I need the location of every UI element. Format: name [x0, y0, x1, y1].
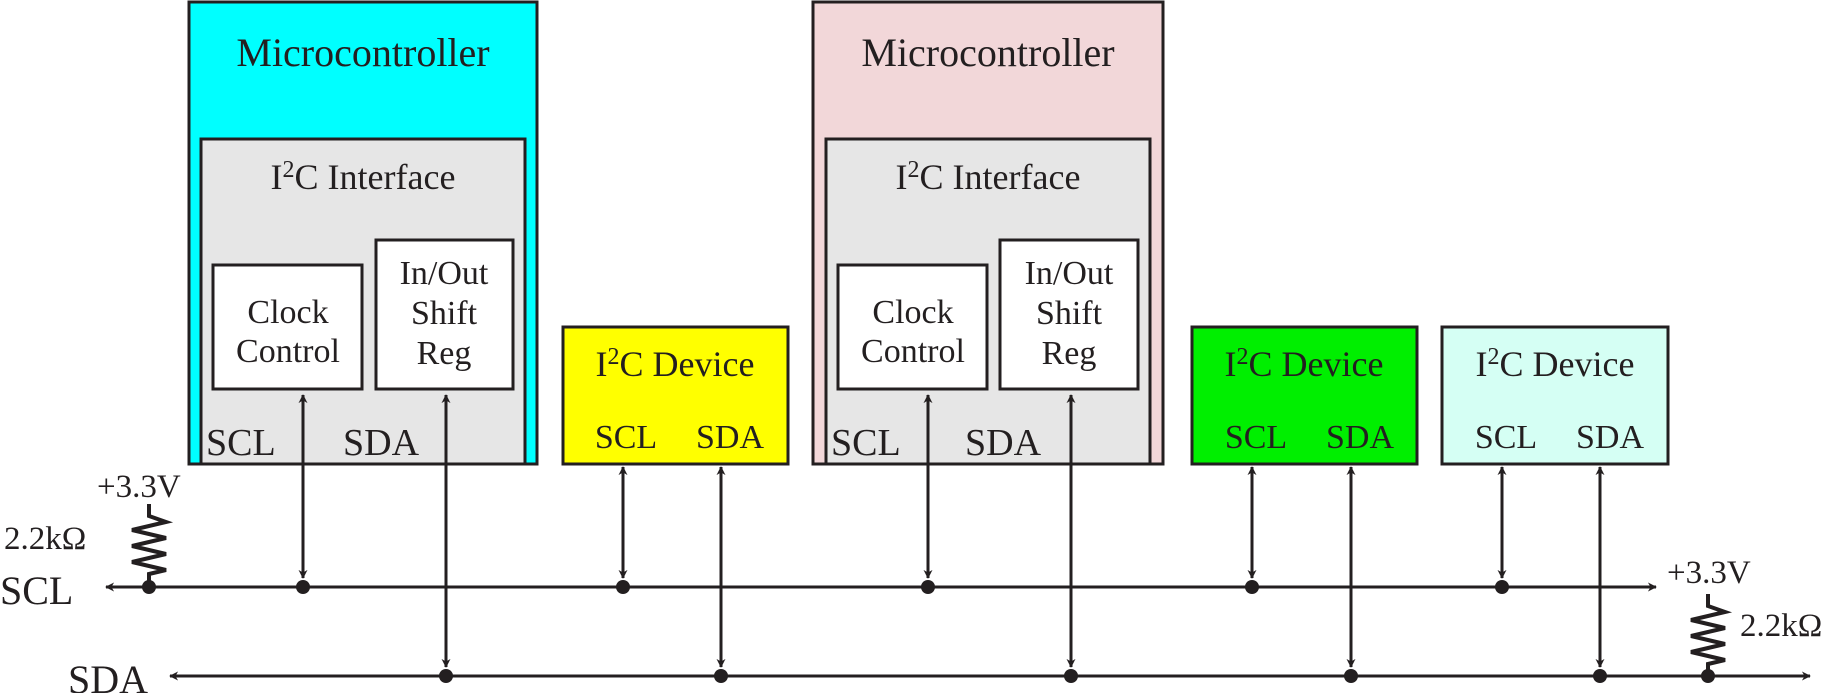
sda-bus-label: SDA	[68, 657, 148, 693]
i2c-device-2: I2C Device SCL SDA	[1190, 325, 1419, 466]
i2c-device-3: I2C Device SCL SDA	[1440, 325, 1670, 466]
scl-pullup-voltage: +3.3V	[97, 469, 181, 505]
i2c-device-2-scl-pin: SCL	[1225, 419, 1287, 456]
sda-junction-device-1	[714, 669, 728, 683]
i2c-device-3-scl-pin: SCL	[1475, 419, 1537, 456]
shift-reg-1-box	[374, 238, 515, 391]
i2c-device-3-box	[1440, 325, 1670, 466]
resistor-2-icon	[1690, 594, 1733, 676]
sda-junction-device-2	[1344, 669, 1358, 683]
scl-junction-device-1	[616, 580, 630, 594]
scl-junction-microcontroller-2	[921, 580, 935, 594]
i2c-device-1-sda-pin: SDA	[696, 419, 764, 456]
shift-reg-2-box	[998, 238, 1140, 391]
i2c-interface-1-label: I2C Interface	[271, 157, 456, 197]
i2c-device-2-label: I2C Device	[1225, 344, 1384, 384]
sda-junction-device-3	[1593, 669, 1607, 683]
sda-pullup-resistor: +3.3V 2.2kΩ	[1667, 555, 1822, 676]
scl-bus-label: SCL	[0, 568, 73, 613]
scl-junction-device-3	[1495, 580, 1509, 594]
i2c-device-1: I2C Device SCL SDA	[561, 325, 790, 466]
sda-junction-microcontroller-1	[439, 669, 453, 683]
i2c-device-2-box	[1190, 325, 1419, 466]
sda-pullup-resistance: 2.2kΩ	[1740, 608, 1822, 644]
i2c-interface-2-label: I2C Interface	[896, 157, 1081, 197]
clock-control-1-box	[211, 263, 364, 391]
microcontroller-2-scl-pin: SCL	[831, 422, 901, 464]
scl-pullup-resistance: 2.2kΩ	[4, 521, 86, 557]
microcontroller-1-sda-pin: SDA	[343, 422, 420, 464]
scl-junction-microcontroller-1	[296, 580, 310, 594]
microcontroller-1-title: Microcontroller	[236, 30, 489, 75]
sda-pullup-voltage: +3.3V	[1667, 555, 1751, 591]
sda-connections	[441, 394, 1605, 668]
i2c-device-1-scl-pin: SCL	[595, 419, 657, 456]
microcontroller-2-sda-pin: SDA	[965, 422, 1042, 464]
scl-pullup-resistor: +3.3V 2.2kΩ	[4, 469, 181, 587]
scl-junction-device-2	[1245, 580, 1259, 594]
clock-control-2-box	[836, 263, 989, 391]
i2c-device-1-box	[561, 325, 790, 466]
i2c-device-1-label: I2C Device	[596, 344, 755, 384]
i2c-device-3-label: I2C Device	[1476, 344, 1635, 384]
resistor-1-icon	[131, 504, 174, 587]
microcontroller-2-title: Microcontroller	[861, 30, 1114, 75]
junction-dots	[142, 580, 1715, 683]
i2c-device-3-sda-pin: SDA	[1576, 419, 1644, 456]
microcontroller-1-scl-pin: SCL	[206, 422, 276, 464]
scl-connections	[298, 394, 1507, 579]
i2c-device-2-sda-pin: SDA	[1326, 419, 1394, 456]
sda-junction-microcontroller-2	[1064, 669, 1078, 683]
